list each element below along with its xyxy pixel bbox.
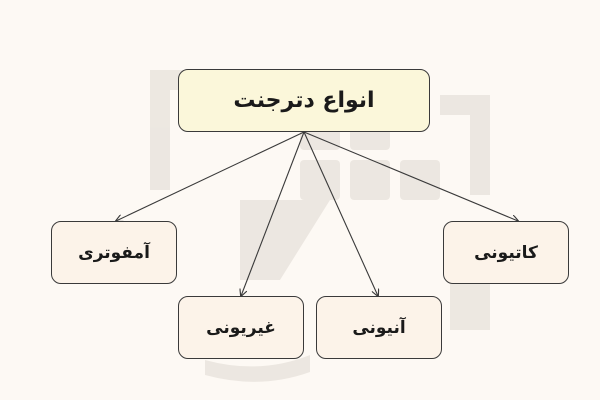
node-anionic-label: آنیونی [352, 317, 406, 338]
arrow-to-amphoteric [116, 131, 305, 221]
arrow-to-nonionic [241, 131, 305, 296]
root-node: انواع دترجنت [178, 69, 430, 132]
node-nonionic-label: غیریونی [206, 317, 276, 338]
node-amphoteric-label: آمفوتری [78, 242, 150, 263]
node-cationic-label: کاتیونی [474, 242, 538, 263]
watermark-logo [150, 70, 490, 382]
arrow-to-anionic [303, 131, 378, 296]
arrow-to-cationic [303, 131, 518, 221]
node-anionic: آنیونی [316, 296, 442, 359]
node-amphoteric: آمفوتری [51, 221, 177, 284]
root-node-label: انواع دترجنت [233, 88, 375, 113]
connector-arrows [116, 131, 518, 296]
node-cationic: کاتیونی [443, 221, 569, 284]
node-nonionic: غیریونی [178, 296, 304, 359]
